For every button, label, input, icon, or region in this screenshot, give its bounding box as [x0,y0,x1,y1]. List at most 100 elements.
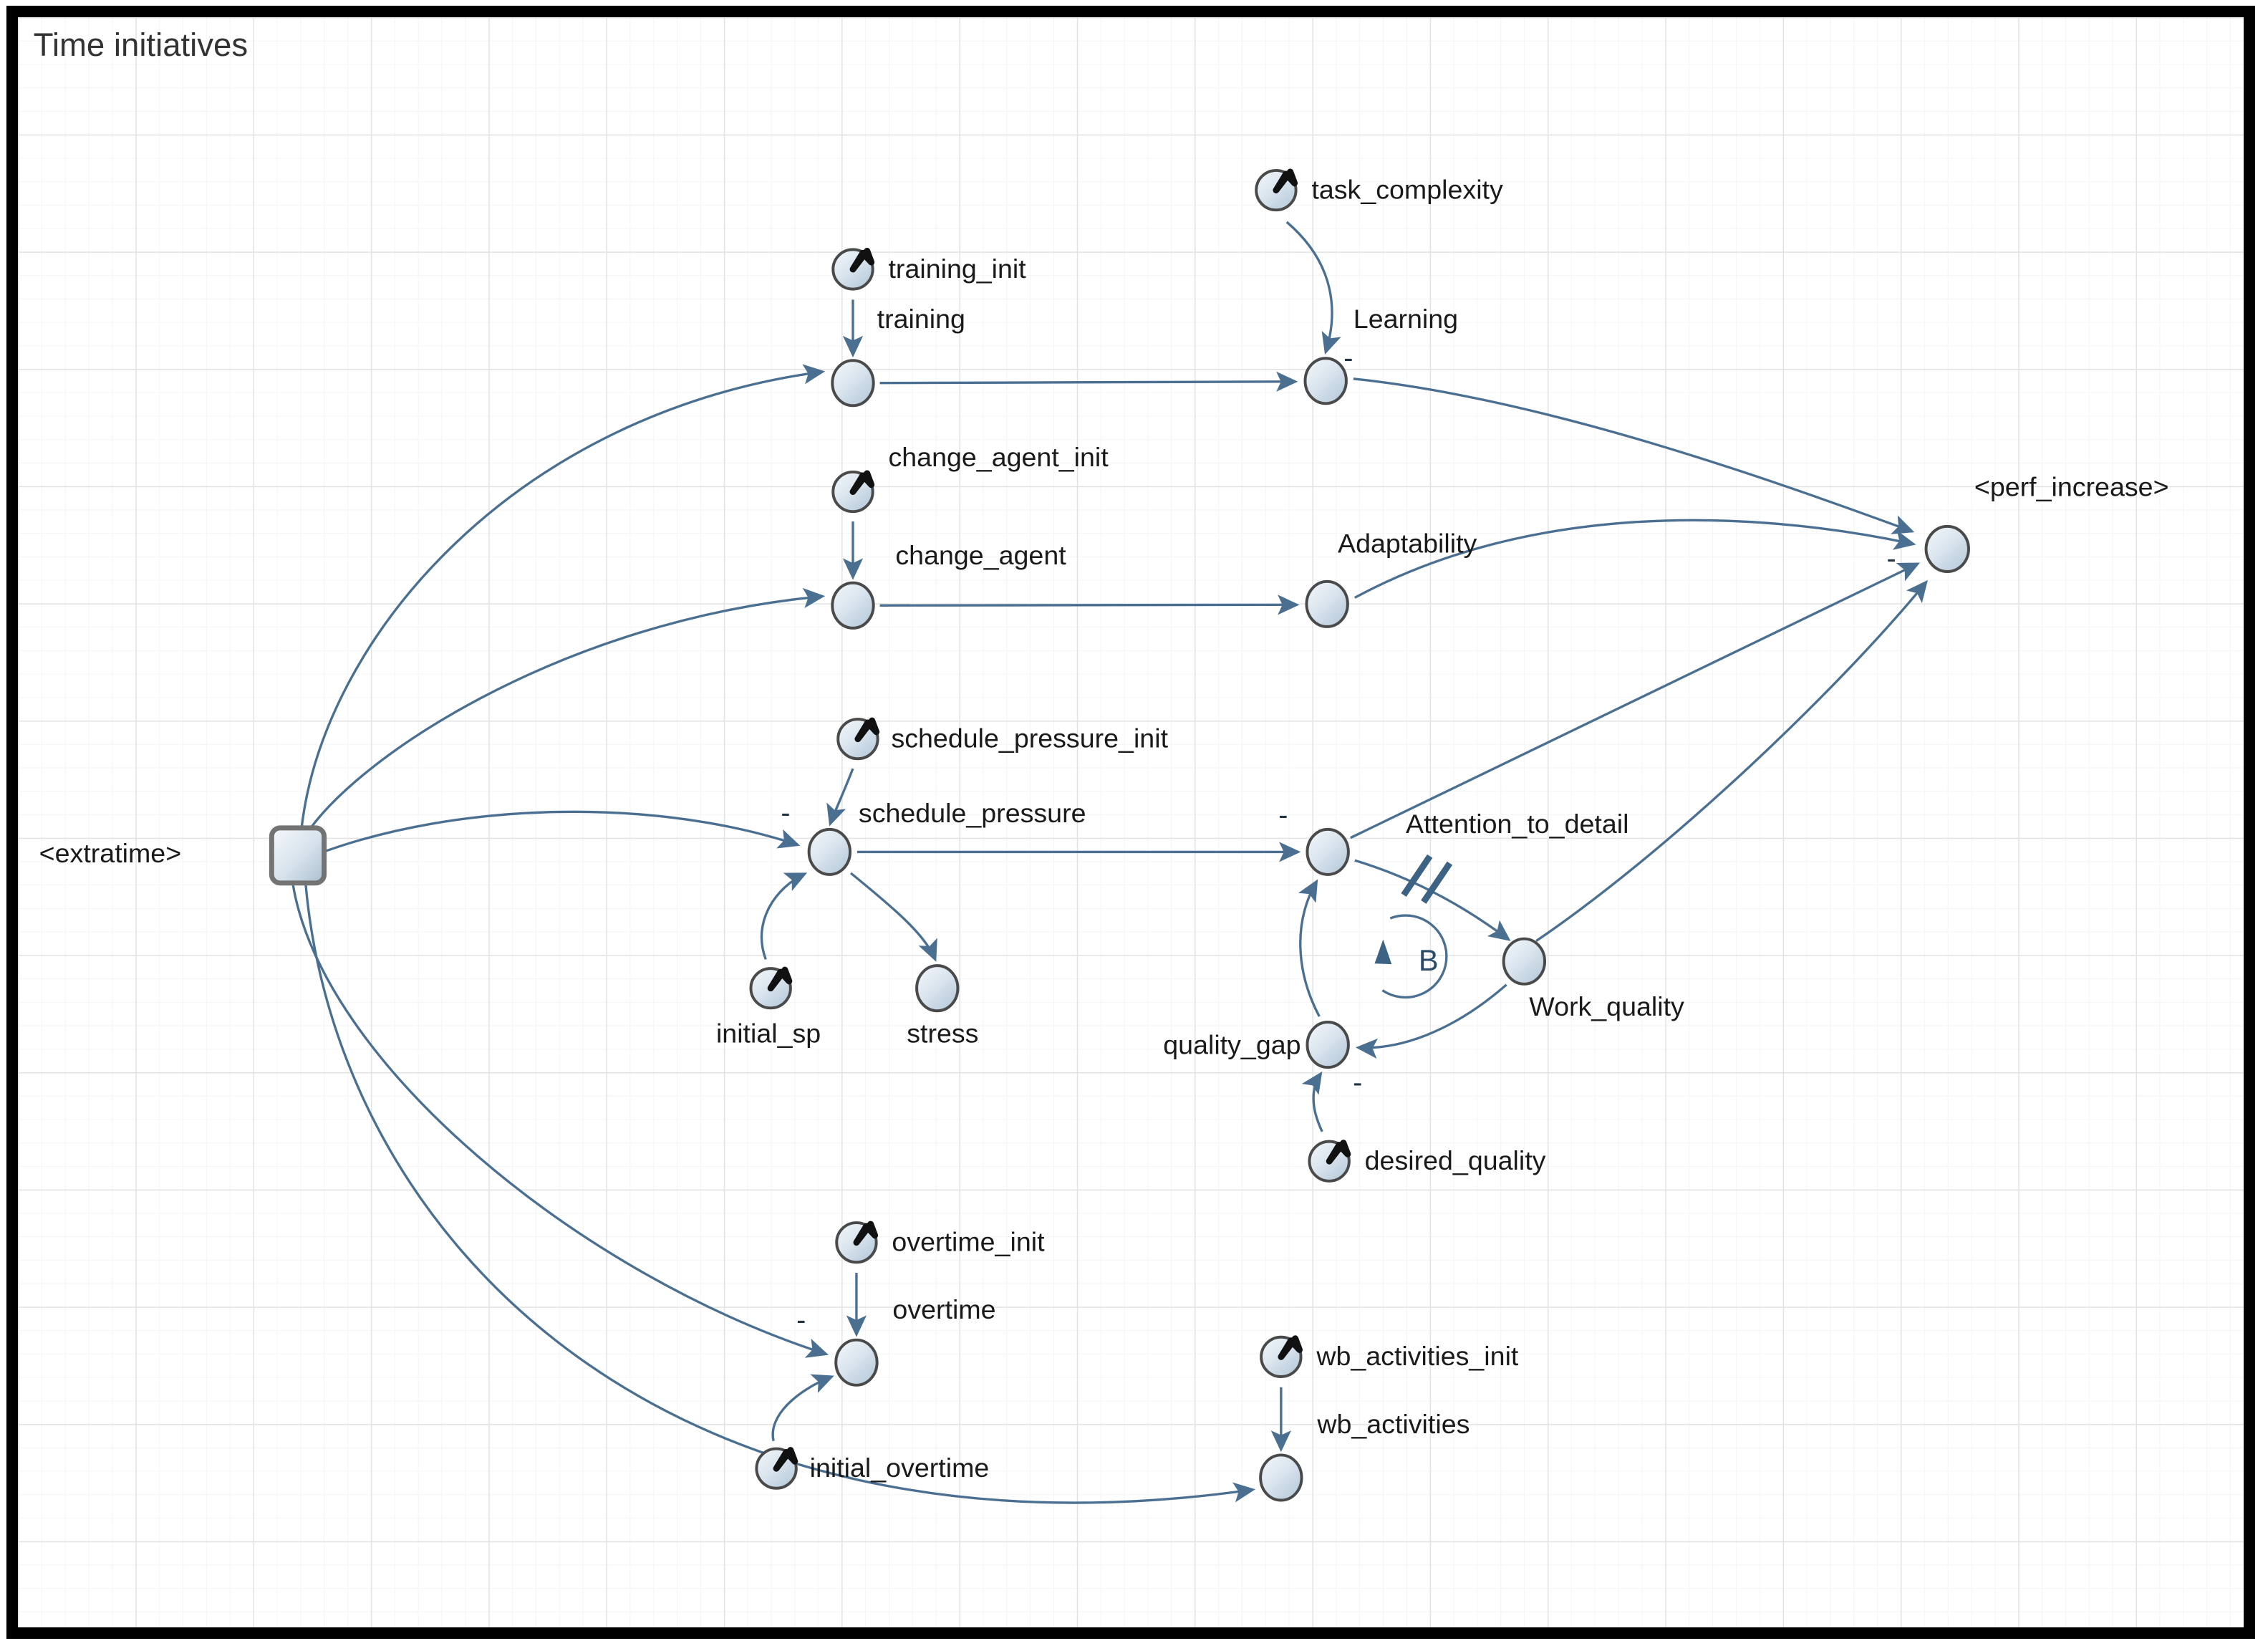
node-change-agent-init[interactable]: change_agent_init [831,442,1109,514]
link-task-complexity-learning[interactable] [1285,221,1341,355]
link-schedule-pressure-stress[interactable] [849,872,937,962]
link-attention-perf-increase[interactable] [1350,562,1921,839]
node-label-schedule-pressure: schedule_pressure [859,798,1086,828]
node-quality-gap[interactable]: quality_gap [1163,1021,1350,1069]
link-extratime-training[interactable] [300,364,826,830]
learning-circle[interactable] [1303,357,1348,405]
overtime-circle[interactable] [834,1338,879,1387]
node-task-complexity[interactable]: task_complexity [1255,168,1503,212]
node-label-extratime: <extratime> [39,838,181,868]
work-quality-circle[interactable] [1502,937,1547,986]
attention-to-detail-circle[interactable] [1306,827,1350,876]
schedule-pressure-circle[interactable] [807,827,852,876]
node-change-agent[interactable]: change_agent [831,540,1066,630]
grid-pattern [18,17,2244,1627]
node-label-stress: stress [907,1019,978,1049]
adaptability-circle[interactable] [1305,579,1349,628]
parameter-knob-icon [1273,168,1298,193]
node-adaptability[interactable]: Adaptability [1305,528,1477,628]
link-sp-init-schedule-pressure[interactable] [826,768,854,827]
polarity-quality-gap: - [1353,1067,1362,1099]
perf-increase-circle[interactable] [1924,524,1970,573]
node-overtime-init[interactable]: overtime_init [835,1221,1045,1264]
parameter-knob-icon [854,717,880,743]
link-layer [291,221,1928,1504]
link-initial-sp-schedule-pressure[interactable] [760,872,808,960]
polarity-perf-increase: - [1886,543,1896,574]
node-label-overtime: overtime [892,1294,995,1324]
node-schedule-pressure[interactable]: schedule_pressure [807,798,1086,876]
node-work-quality[interactable]: Work_quality [1502,937,1684,1021]
parameter-knob-icon [773,1447,798,1472]
page-title: Time initiatives [34,27,248,63]
node-stress[interactable]: stress [907,964,978,1049]
node-extratime[interactable]: <extratime> [39,825,327,886]
node-label-adaptability: Adaptability [1338,528,1477,558]
node-label-overtime-init: overtime_init [892,1227,1045,1257]
node-training-init[interactable]: training_init [831,247,1026,291]
stress-circle[interactable] [915,964,960,1013]
loop-label-B: B [1419,943,1439,977]
link-desired-quality-quality-gap[interactable] [1301,1071,1323,1132]
link-learning-perf-increase[interactable] [1353,377,1915,534]
parameter-knob-icon [849,247,875,273]
polarity-schedule-pressure: - [781,797,790,829]
node-label-wb-activities-init: wb_activities_init [1316,1341,1519,1371]
polarity-layer: - - - - - - [781,342,1896,1336]
parameter-knob-icon [849,470,875,496]
link-attention-work-quality[interactable] [1354,859,1511,941]
wb-activities-circle[interactable] [1259,1453,1303,1502]
node-initial-sp[interactable]: initial_sp [716,966,821,1049]
diagram-frame: Time initiatives [6,6,2255,1639]
node-label-desired-quality: desired_quality [1365,1145,1546,1175]
node-perf-increase[interactable]: <perf_increase> [1924,472,2169,573]
link-extratime-wb-activities[interactable] [304,884,1255,1504]
node-label-learning: Learning [1353,304,1458,334]
node-desired-quality[interactable]: desired_quality [1308,1140,1546,1183]
polarity-overtime: - [796,1304,806,1336]
node-label-perf-increase: <perf_increase> [1974,472,2169,502]
node-layer: <extratime> training training_init [39,168,2169,1502]
node-wb-activities-init[interactable]: wb_activities_init [1260,1335,1519,1378]
node-initial-overtime[interactable]: initial_overtime [755,1447,990,1490]
parameter-knob-icon [767,966,793,992]
node-label-task-complexity: task_complexity [1311,174,1503,204]
link-training-learning[interactable] [879,371,1298,392]
node-label-change-agent-init: change_agent_init [888,442,1109,472]
link-adaptability-perf-increase[interactable] [1353,519,1916,599]
node-overtime[interactable]: overtime [834,1294,996,1387]
node-label-change-agent: change_agent [895,540,1066,570]
node-label-wb-activities: wb_activities [1316,1409,1470,1439]
node-label-initial-overtime: initial_overtime [810,1453,990,1483]
link-work-quality-perf-increase[interactable] [1535,579,1928,943]
node-schedule-pressure-init[interactable]: schedule_pressure_init [836,717,1169,761]
link-initial-overtime-overtime[interactable] [771,1374,834,1442]
polarity-attention: - [1278,799,1288,831]
parameter-knob-icon [853,1221,879,1246]
polarity-learning: - [1343,342,1353,374]
causal-loop-canvas[interactable]: Time initiatives [18,17,2244,1627]
node-label-training-init: training_init [888,254,1026,284]
node-label-training: training [877,304,965,334]
link-quality-gap-attention[interactable] [1298,879,1321,1017]
node-learning[interactable]: Learning [1303,304,1458,405]
training-circle[interactable] [831,359,875,408]
link-extratime-schedule-pressure[interactable] [315,810,801,856]
node-wb-activities[interactable]: wb_activities [1259,1409,1470,1502]
delay-mark-icon [1401,854,1453,904]
change-agent-circle[interactable] [831,581,875,630]
node-label-attention-to-detail: Attention_to_detail [1406,809,1628,839]
link-extratime-overtime[interactable] [291,884,829,1358]
balancing-loop-indicator: B [1374,914,1448,999]
link-work-quality-quality-gap[interactable] [1355,983,1507,1059]
node-label-initial-sp: initial_sp [716,1019,821,1049]
node-label-quality-gap: quality_gap [1163,1029,1301,1059]
link-extratime-change-agent[interactable] [304,587,826,837]
node-label-schedule-pressure-init: schedule_pressure_init [891,723,1168,754]
extratime-box[interactable] [269,825,327,886]
node-attention-to-detail[interactable]: Attention_to_detail [1306,809,1628,876]
node-label-work-quality: Work_quality [1529,991,1684,1021]
quality-gap-circle[interactable] [1306,1021,1350,1069]
node-training[interactable]: training [831,304,965,408]
